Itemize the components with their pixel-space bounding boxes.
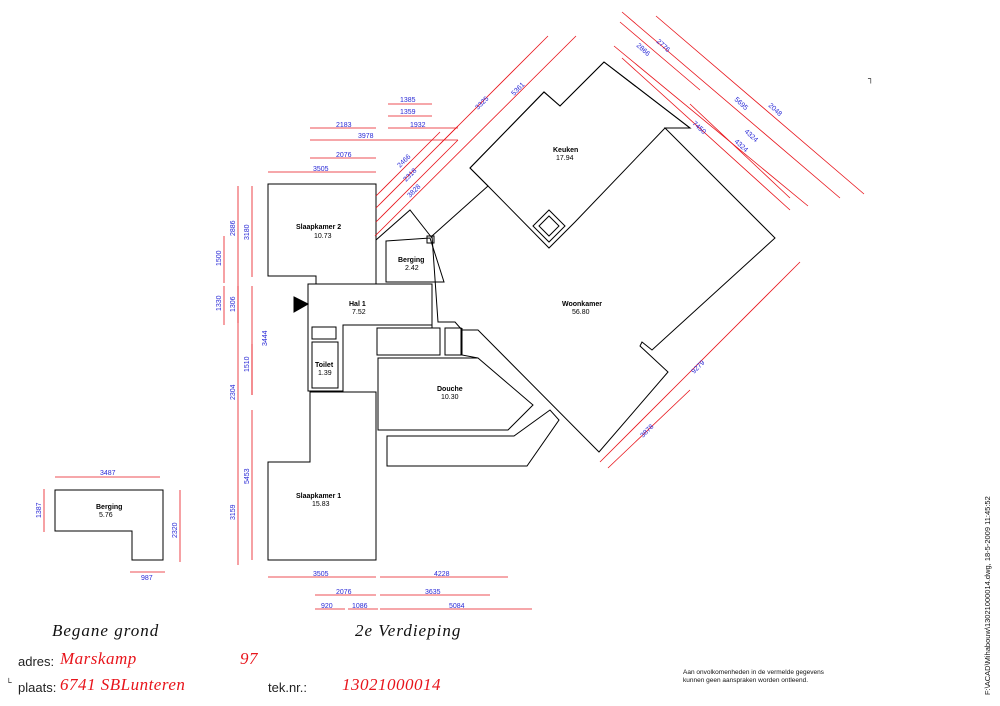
dim-b3: 2076: [336, 589, 352, 596]
room-label-berging-ground: Berging: [96, 504, 122, 511]
slaapkamer1-outline: [267, 391, 377, 561]
woonkamer-outline: [431, 61, 776, 453]
disclaimer: Aan onvolkomenheden in de vermelde gegev…: [683, 669, 824, 685]
toilet-outline: [311, 341, 339, 389]
room-area-slaapkamer2: 10.73: [314, 233, 332, 240]
dim-l9: 5453: [244, 468, 251, 484]
dim-l7: 1510: [244, 356, 251, 372]
teknr-label: tek.nr.:: [268, 680, 308, 695]
dim-t1: 1385: [400, 97, 416, 104]
room-label-berging-upper: Berging: [398, 257, 424, 264]
dim-d10: 4324: [743, 128, 759, 144]
room-label-keuken: Keuken: [553, 147, 578, 154]
adres-street: Marskamp: [60, 649, 137, 668]
berging-ground-outline: [54, 489, 164, 561]
room-area-berging-ground: 5.76: [99, 512, 113, 519]
room-label-douche: Douche: [437, 386, 463, 393]
ground-floor-plan: 3487 1387 2320 987 Berging 5.76: [36, 470, 181, 582]
room-area-douche: 10.30: [441, 394, 459, 401]
dimension-labels: 1385 1359 1932 2183 3978 2076 3505 2886 …: [216, 38, 783, 610]
room-area-keuken: 17.94: [556, 155, 574, 162]
dim-b4: 3635: [425, 589, 441, 596]
disclaimer-line2: kunnen geen aanspraken worden ontleend.: [683, 677, 809, 684]
dim-b7: 5084: [449, 603, 465, 610]
dim-d4: 2318: [402, 167, 418, 183]
dim-g-right: 2320: [172, 522, 179, 538]
dim-d8: 7450: [691, 120, 707, 136]
dim-g-bottom: 987: [141, 575, 153, 582]
dim-b2: 4228: [434, 571, 450, 578]
dim-t2: 1359: [400, 109, 416, 116]
plaats-label: plaats:: [18, 680, 57, 695]
dim-b6: 1086: [352, 603, 368, 610]
dim-d13: 9279: [690, 359, 706, 375]
file-path: F:\ACAD\Mihabouw\13021000014.dwg, 18-5-2…: [983, 496, 992, 695]
upper-floor-plan: [267, 61, 776, 561]
floor-label-ground: Begane grond: [52, 621, 160, 640]
room-area-berging-upper: 2.42: [405, 265, 419, 272]
dim-t7: 3505: [313, 166, 329, 173]
room-area-slaapkamer1: 15.83: [312, 501, 330, 508]
entry-arrow-icon: [293, 296, 310, 313]
corner-mark-top: ┐: [868, 74, 874, 83]
dim-d7: 2866: [635, 42, 651, 58]
dim-g-top: 3487: [100, 470, 116, 477]
room-label-hal: Hal 1: [349, 301, 366, 308]
dim-t4: 2183: [336, 122, 352, 129]
dim-d2: 5361: [510, 81, 526, 97]
room-label-slaapkamer1: Slaapkamer 1: [296, 493, 341, 500]
adres-number: 97: [240, 649, 258, 668]
dim-t5: 3978: [358, 133, 374, 140]
room-label-toilet: Toilet: [315, 362, 334, 369]
teknr-value: 13021000014: [342, 675, 441, 694]
dim-g-left: 1387: [36, 502, 43, 518]
berging-upper-outline: [385, 237, 445, 283]
plaats-value: 6741 SBLunteren: [60, 675, 186, 694]
dim-l3: 1500: [216, 250, 223, 266]
room-label-woonkamer: Woonkamer: [562, 301, 602, 308]
room-area-hal: 7.52: [352, 309, 366, 316]
dim-l8: 2304: [230, 384, 237, 400]
disclaimer-line1: Aan onvolkomenheden in de vermelde gegev…: [683, 669, 824, 676]
room-area-toilet: 1.39: [318, 370, 332, 377]
dim-d9: 5695: [733, 96, 749, 112]
keuken-outline: [469, 61, 692, 249]
adres-label: adres:: [18, 654, 55, 669]
room-labels: Slaapkamer 2 10.73 Berging 2.42 Hal 1 7.…: [296, 147, 602, 508]
dim-d12: 2048: [767, 102, 783, 118]
dim-t6: 2076: [336, 152, 352, 159]
dim-d14: 3878: [639, 423, 655, 439]
dim-t3: 1932: [410, 122, 426, 129]
corner-mark-bottom: └: [6, 678, 12, 687]
room-label-slaapkamer2: Slaapkamer 2: [296, 224, 341, 231]
dim-b5: 920: [321, 603, 333, 610]
dim-l6: 3444: [262, 330, 269, 346]
floor-label-upper: 2e Verdieping: [355, 621, 462, 640]
room-area-woonkamer: 56.80: [572, 309, 590, 316]
dim-l2: 3180: [244, 224, 251, 240]
dimension-lines: [223, 11, 865, 610]
dim-l10: 3159: [230, 504, 237, 520]
dim-l1: 2886: [230, 220, 237, 236]
dim-b1: 3505: [313, 571, 329, 578]
dim-d1: 3325: [474, 95, 490, 111]
douche-outline: [377, 357, 534, 431]
dim-l5: 1306: [230, 296, 237, 312]
dim-l4: 1330: [216, 295, 223, 311]
